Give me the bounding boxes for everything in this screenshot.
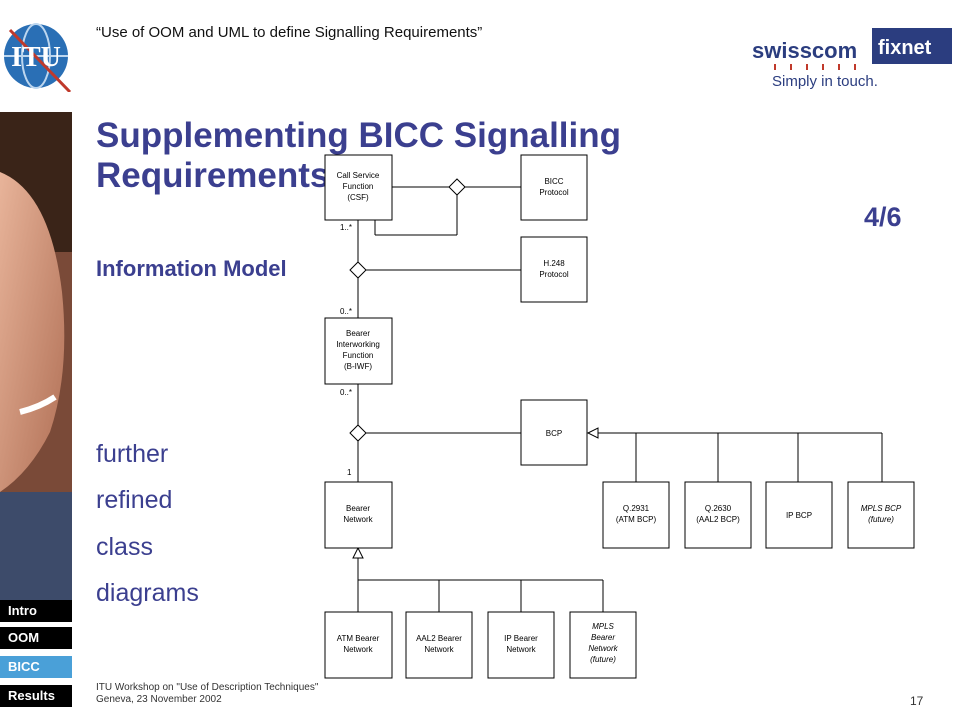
footer-date: Geneva, 23 November 2002 <box>96 694 222 705</box>
nav-item-results[interactable]: Results <box>0 685 72 707</box>
svg-text:Network: Network <box>506 645 536 654</box>
aggregation-diamond-h248 <box>349 261 367 279</box>
nav-item-intro[interactable]: Intro <box>0 600 72 622</box>
class-bcp: BCP <box>520 399 588 466</box>
subtitle: Information Model <box>96 256 287 281</box>
svg-text:Bearer: Bearer <box>346 504 370 513</box>
svg-text:Network: Network <box>424 645 454 654</box>
svg-text:(ATM BCP): (ATM BCP) <box>616 515 657 524</box>
class-q2931: Q.2931 (ATM BCP) <box>602 481 670 549</box>
svg-text:Network: Network <box>343 515 373 524</box>
side-word-further: further <box>96 440 169 468</box>
svg-text:Protocol: Protocol <box>539 270 569 279</box>
class-ip-bcp: IP BCP <box>765 481 833 549</box>
svg-text:MPLS BCP: MPLS BCP <box>861 504 902 513</box>
slide-header: “Use of OOM and UML to define Signalling… <box>96 24 483 41</box>
swisscom-logo-text: swisscom <box>752 38 857 63</box>
side-word-diagrams: diagrams <box>96 579 199 607</box>
class-atm-bearer-network: ATM Bearer Network <box>324 611 393 679</box>
svg-text:Bearer: Bearer <box>346 329 370 338</box>
class-biwf: Bearer Interworking Function (B-IWF) <box>324 317 393 385</box>
multiplicity-biwf-bottom: 0..* <box>340 388 352 397</box>
svg-text:Q.2931: Q.2931 <box>623 504 650 513</box>
generalization-arrow-bearer-network <box>352 546 364 559</box>
class-mpls-bearer-network: MPLS Bearer Network (future) <box>569 611 637 679</box>
class-q2630: Q.2630 (AAL2 BCP) <box>684 481 752 549</box>
page-indicator: 4/6 <box>864 202 902 232</box>
svg-text:AAL2 Bearer: AAL2 Bearer <box>416 634 462 643</box>
svg-text:H.248: H.248 <box>543 259 565 268</box>
class-mpls-bcp: MPLS BCP (future) <box>847 481 915 549</box>
class-ip-bearer-network: IP Bearer Network <box>487 611 555 679</box>
side-word-refined: refined <box>96 486 173 514</box>
swisscom-tagline: Simply in touch. <box>772 73 878 90</box>
nav-item-bicc[interactable]: BICC <box>0 656 72 678</box>
svg-text:Q.2630: Q.2630 <box>705 504 732 513</box>
swisscom-fixnet-logo: swisscom fixnet Simply in touch. <box>752 28 952 90</box>
multiplicity-csf: 1..* <box>340 223 352 232</box>
svg-text:IP Bearer: IP Bearer <box>504 634 538 643</box>
svg-text:Bearer: Bearer <box>591 633 615 642</box>
nav-item-oom[interactable]: OOM <box>0 627 72 649</box>
svg-text:Function: Function <box>343 351 374 360</box>
svg-text:(AAL2 BCP): (AAL2 BCP) <box>696 515 740 524</box>
slide-number: 17 <box>910 694 924 708</box>
svg-text:IP BCP: IP BCP <box>786 511 812 520</box>
multiplicity-biwf-top: 0..* <box>340 307 352 316</box>
aggregation-diamond-bcp <box>349 424 367 442</box>
multiplicity-bearer: 1 <box>347 468 352 477</box>
fixnet-logo-text: fixnet <box>878 37 932 59</box>
side-photo <box>0 112 72 602</box>
svg-text:(future): (future) <box>868 515 894 524</box>
footer: ITU Workshop on "Use of Description Tech… <box>96 682 318 706</box>
fixnet-badge <box>872 28 952 64</box>
svg-text:Network: Network <box>588 644 618 653</box>
side-word-class: class <box>96 533 153 561</box>
svg-text:BCP: BCP <box>546 429 562 438</box>
footer-workshop: ITU Workshop on "Use of Description Tech… <box>96 682 319 693</box>
svg-text:Network: Network <box>343 645 373 654</box>
class-bearer-network: Bearer Network <box>324 481 393 549</box>
itu-logo-text: ITU <box>11 42 61 73</box>
class-aal2-bearer-network: AAL2 Bearer Network <box>405 611 473 679</box>
diagram-connectors <box>357 186 883 612</box>
svg-text:MPLS: MPLS <box>592 622 614 631</box>
svg-text:ATM Bearer: ATM Bearer <box>337 634 380 643</box>
generalization-arrow-bcp <box>586 427 599 439</box>
svg-text:Interworking: Interworking <box>336 340 380 349</box>
itu-logo: ITU <box>4 23 72 92</box>
class-h248-protocol: H.248 Protocol <box>520 236 588 303</box>
svg-text:(B-IWF): (B-IWF) <box>344 362 372 371</box>
svg-text:(future): (future) <box>590 655 616 664</box>
slide-title: Supplementing BICC Signalling Requiremen… <box>96 116 621 195</box>
